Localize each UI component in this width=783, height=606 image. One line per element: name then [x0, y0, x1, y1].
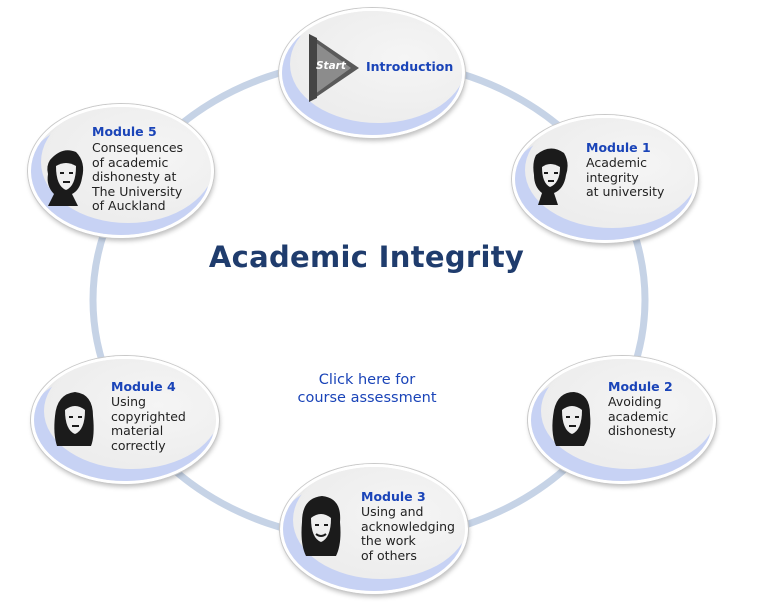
student-portrait-module-1: [533, 148, 568, 205]
start-label: Start: [316, 60, 346, 72]
course-assessment-link[interactable]: Click here for course assessment: [297, 372, 437, 406]
introduction-node[interactable]: Start Introduction: [279, 8, 465, 138]
module-4-title: Module 4: [111, 379, 176, 394]
module-3-title: Module 3: [361, 489, 426, 504]
student-portrait-module-4: [54, 392, 94, 446]
module-1-title: Module 1: [586, 140, 651, 155]
module-3-description: Using and acknowledging the work of othe…: [361, 504, 455, 563]
module-1-description: Academic integrity at university: [586, 155, 665, 199]
module-2-description: Avoiding academic dishonesty: [608, 394, 676, 438]
student-portrait-module-5: [47, 150, 84, 206]
module-5-title: Module 5: [92, 124, 157, 139]
module-5-description: Consequences of academic dishonesty at T…: [92, 140, 184, 213]
module-4-node[interactable]: Module 4 Using copyrighted material corr…: [31, 356, 219, 484]
start-play-icon[interactable]: [307, 32, 361, 104]
student-portrait-module-3: [301, 496, 341, 556]
module-1-node[interactable]: Module 1 Academic integrity at universit…: [512, 115, 698, 243]
module-5-node[interactable]: Module 5 Consequences of academic dishon…: [28, 104, 214, 238]
student-portrait-module-2: [552, 392, 591, 446]
introduction-title: Introduction: [366, 59, 454, 74]
module-2-node[interactable]: Module 2 Avoiding academic dishonesty: [528, 356, 716, 484]
module-3-node[interactable]: Module 3 Using and acknowledging the wor…: [280, 464, 468, 594]
module-4-description: Using copyrighted material correctly: [111, 394, 186, 453]
page-title: Academic Integrity: [208, 240, 525, 274]
module-2-title: Module 2: [608, 379, 673, 394]
